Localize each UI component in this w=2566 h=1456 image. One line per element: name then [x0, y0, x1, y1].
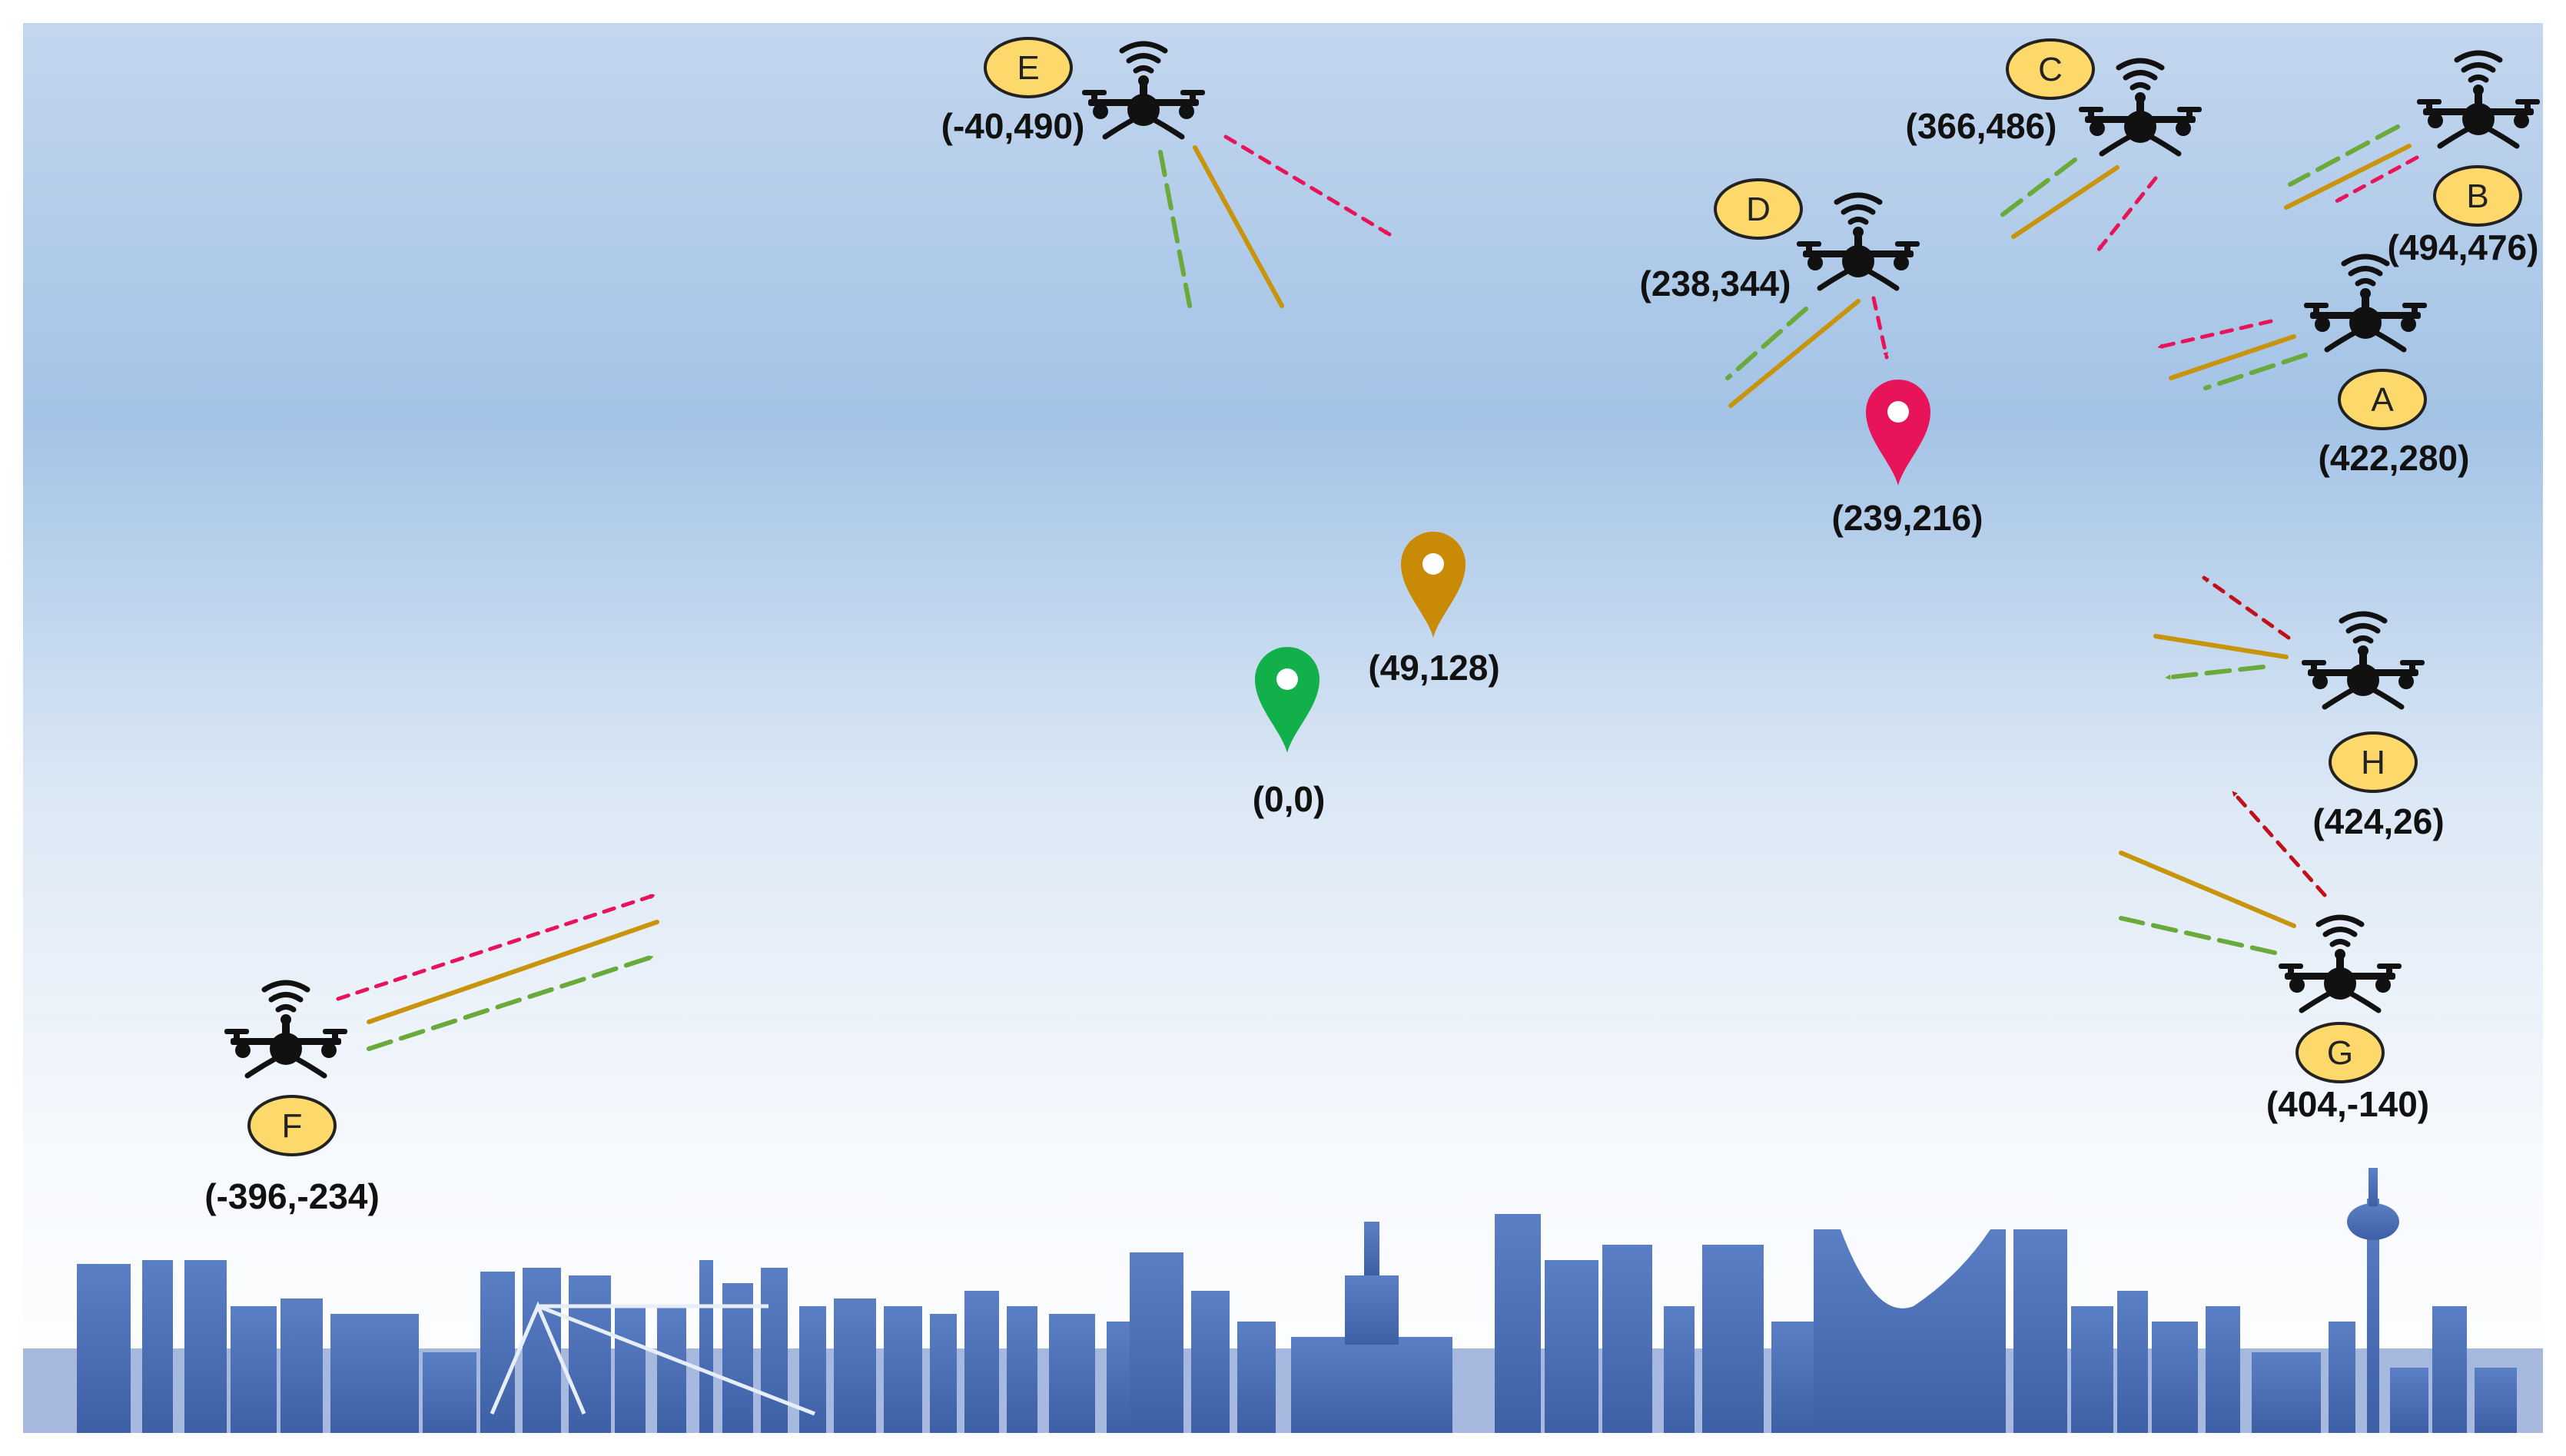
arrow-h-darkred [2202, 575, 2291, 640]
arrow-d-pink [1871, 296, 1889, 360]
city-skyline [23, 1168, 2543, 1433]
map-pin-icon-green [1255, 647, 1320, 753]
arrow-e-gold [1193, 145, 1284, 308]
badge-label-h: H [2361, 744, 2385, 781]
arrow-d-green [1725, 307, 1808, 380]
marker-coord-pink: (239,216) [1832, 498, 1983, 538]
marker-coord-green: (0,0) [1253, 779, 1326, 819]
map-pin-icon-gold [1401, 532, 1466, 638]
badge-label-c: C [2038, 51, 2063, 88]
arrow-h-green [2163, 665, 2266, 680]
arrow-a-gold [2169, 334, 2296, 380]
drone-coord-b: (494,476) [2388, 227, 2539, 267]
arrow-d-gold [1728, 299, 1861, 408]
drone-coord-h: (424,26) [2312, 801, 2444, 841]
drone-coord-e: (-40,490) [941, 106, 1085, 146]
arrow-c-gold [2011, 165, 2120, 239]
arrow-e-green [1158, 150, 1192, 308]
map-pin-icon-pink [1866, 380, 1930, 486]
badge-label-a: A [2371, 381, 2394, 419]
badge-label-f: F [282, 1107, 303, 1145]
arrow-c-pink [2096, 176, 2158, 253]
arrow-b-green [2288, 124, 2400, 187]
arrow-e-pink [1223, 134, 1392, 237]
drone-coord-d: (238,344) [1640, 264, 1791, 303]
drone-coord-f: (-396,-234) [204, 1176, 380, 1216]
arrow-h-gold [2153, 634, 2289, 659]
arrow-g-gold [2119, 851, 2296, 928]
badge-label-d: D [1746, 191, 1771, 228]
arrow-g-darkred [2230, 789, 2327, 897]
map-markers: (0,0) (49,128) (239,216) [1253, 380, 1983, 819]
drone-coord-c: (366,486) [1906, 106, 2057, 146]
arrow-f-pink [336, 893, 657, 1001]
arrow-a-pink [2156, 319, 2273, 350]
marker-coord-gold: (49,128) [1368, 648, 1499, 688]
drone-coord-g: (404,-140) [2266, 1084, 2429, 1124]
arrow-g-green [2119, 916, 2277, 955]
arrow-f-green [367, 954, 656, 1051]
drones: E (-40,490) C (366,486) B (494,476) D (2… [204, 37, 2540, 1216]
direction-arrows [336, 124, 2419, 1051]
badge-label-b: B [2466, 177, 2488, 215]
arrow-a-green [2203, 353, 2308, 390]
arrow-f-gold [367, 920, 659, 1024]
badge-label-g: G [2327, 1034, 2353, 1072]
badge-label-e: E [1017, 49, 1039, 87]
arrow-b-pink [2334, 155, 2419, 204]
arrow-b-gold [2284, 144, 2412, 210]
arrow-c-green [2000, 158, 2077, 217]
drone-coord-a: (422,280) [2319, 438, 2470, 478]
